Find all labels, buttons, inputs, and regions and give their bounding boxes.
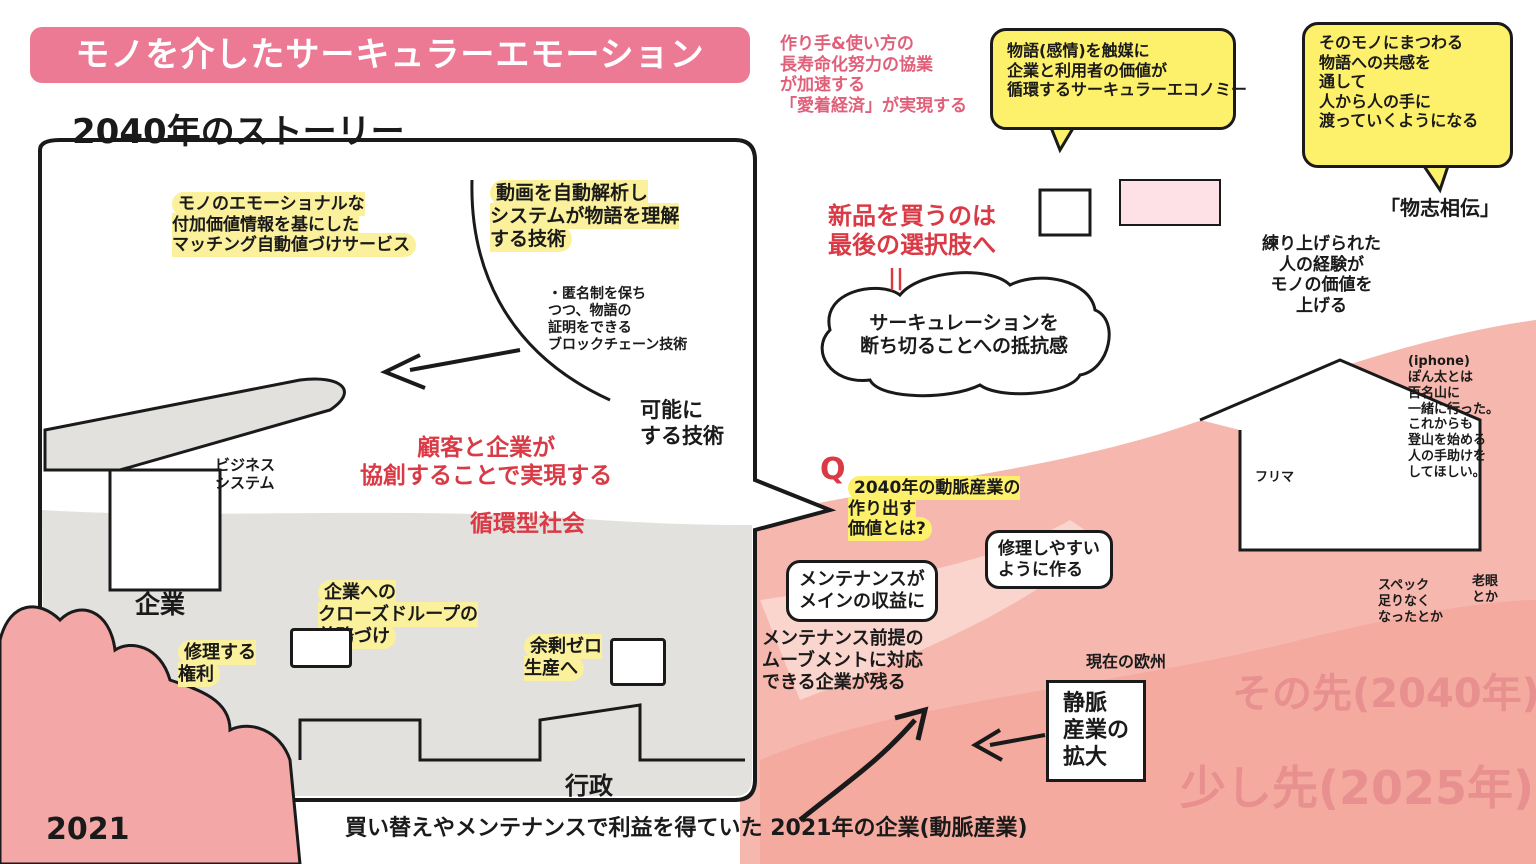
iphone-note: (iphone) ぽん太とは 百名山に 一緒に行った。 これからも 登山を始める… <box>1408 354 1500 481</box>
arrow-left <box>409 348 521 372</box>
zero-waste-text: 余剰ゼロ 生産へ <box>524 634 602 681</box>
divider-line <box>470 179 611 402</box>
yellow-bubble-circular-economy: 物語(感情)を触媒に 企業と利用者の価値が 循環するサーキュラーエコノミー <box>990 28 1247 130</box>
arrow-to-future <box>798 718 917 822</box>
bubble-tail-1 <box>1048 124 1077 154</box>
co-creation: 顧客と企業が 協創することで実現する <box>360 435 613 490</box>
maintenance-revenue-bubble: メンテナンスが メインの収益に <box>786 560 938 622</box>
possible-tech: 可能に する技術 <box>640 398 724 448</box>
closed-loop: 企業への クローズドループの 義務づけ <box>318 580 479 649</box>
company-label: 企業 <box>135 590 186 619</box>
zero-waste: 余剰ゼロ 生産へ <box>524 634 602 681</box>
repair-right-text: 修理する 権利 <box>178 640 256 687</box>
maker-counter <box>1038 188 1092 237</box>
platform <box>43 377 346 472</box>
page-title: モノを介したサーキュラーエモーション <box>30 27 750 83</box>
arrow-head-europe <box>971 728 1003 762</box>
yellow-bubble-story-empathy: そのモノにまつわる 物語への共感を 通して 人から人の手に 渡っていくようになる <box>1302 22 1513 168</box>
year-2021: 2021 <box>46 812 130 847</box>
near-2025-label: 少し先(2025年) <box>1180 761 1535 815</box>
matching-service-text: モノのエモーショナルな 付加価値情報を基にした マッチング自動値づけサービス <box>172 192 416 258</box>
equals-sign: || <box>888 266 905 291</box>
proverb: 「物志相伝」 <box>1380 196 1500 220</box>
q-question: 2040年の動脈産業の 作り出す 価値とは? <box>848 476 1021 542</box>
new-last-choice: 新品を買うのは 最後の選択肢へ <box>828 202 996 260</box>
presbyopia: 老眼 とか <box>1472 574 1499 605</box>
matching-service: モノのエモーショナルな 付加価値情報を基にした マッチング自動値づけサービス <box>172 192 416 258</box>
story-heading: 2040年のストーリー <box>72 112 405 152</box>
vein-industry-box: 静脈 産業の 拡大 <box>1046 680 1147 783</box>
later-2040-label: その先(2040年) <box>1232 671 1536 717</box>
arrow-head-left <box>380 353 426 390</box>
bottom-caption: 買い替えやメンテナンスで利益を得ていた 2021年の企業(動脈産業) <box>345 816 1028 841</box>
thought-cloud <box>820 271 1111 398</box>
flea-market-label: フリマ <box>1255 470 1295 485</box>
spec-short: スペック 足りなく なったとか <box>1378 578 1444 625</box>
blockchain-tech: ・匿名制を保ち つつ、物語の 証明をできる ブロックチェーン技術 <box>548 286 688 354</box>
company-building <box>108 468 222 592</box>
resistance: サーキュレーションを 断ち切ることへの抵抗感 <box>860 312 1069 358</box>
arrow-head-future <box>894 706 929 741</box>
current-europe: 現在の欧州 <box>1086 652 1167 671</box>
house-frame <box>1199 358 1482 552</box>
business-system: ビジネス システム <box>215 456 276 493</box>
refined-experience: 練り上げられた 人の経験が モノの価値を 上げる <box>1262 234 1381 317</box>
protest-sign-2 <box>610 638 666 686</box>
bubble-text: 物語(感情)を触媒に 企業と利用者の価値が 循環するサーキュラーエコノミー <box>1007 41 1248 100</box>
city-buildings <box>298 703 745 762</box>
easy-repair-bubble: 修理しやすい ように作る <box>985 530 1113 590</box>
people-silhouette <box>0 605 302 864</box>
top-pink-note: 作り手&使い方の 長寿命化努力の協業 が加速する 「愛着経済」が実現する <box>780 34 967 117</box>
arrow-from-europe <box>989 733 1046 747</box>
bubble-text: そのモノにまつわる 物語への共感を 通して 人から人の手に 渡っていくようになる <box>1319 33 1479 131</box>
government-label: 行政 <box>565 772 613 800</box>
maker-shop <box>1119 179 1221 226</box>
protest-sign-1 <box>290 628 352 668</box>
near-region <box>760 600 1536 864</box>
maintenance-movement: メンテナンス前提の ムーブメントに対応 できる企業が残る <box>762 628 924 693</box>
circular-society: 循環型社会 <box>470 511 585 537</box>
video-tech: 動画を自動解析し システムが物語を理解 する技術 <box>490 180 680 253</box>
repair-right: 修理する 権利 <box>178 640 256 687</box>
q-mark: Q <box>820 452 846 487</box>
video-tech-text: 動画を自動解析し システムが物語を理解 する技術 <box>490 180 680 253</box>
